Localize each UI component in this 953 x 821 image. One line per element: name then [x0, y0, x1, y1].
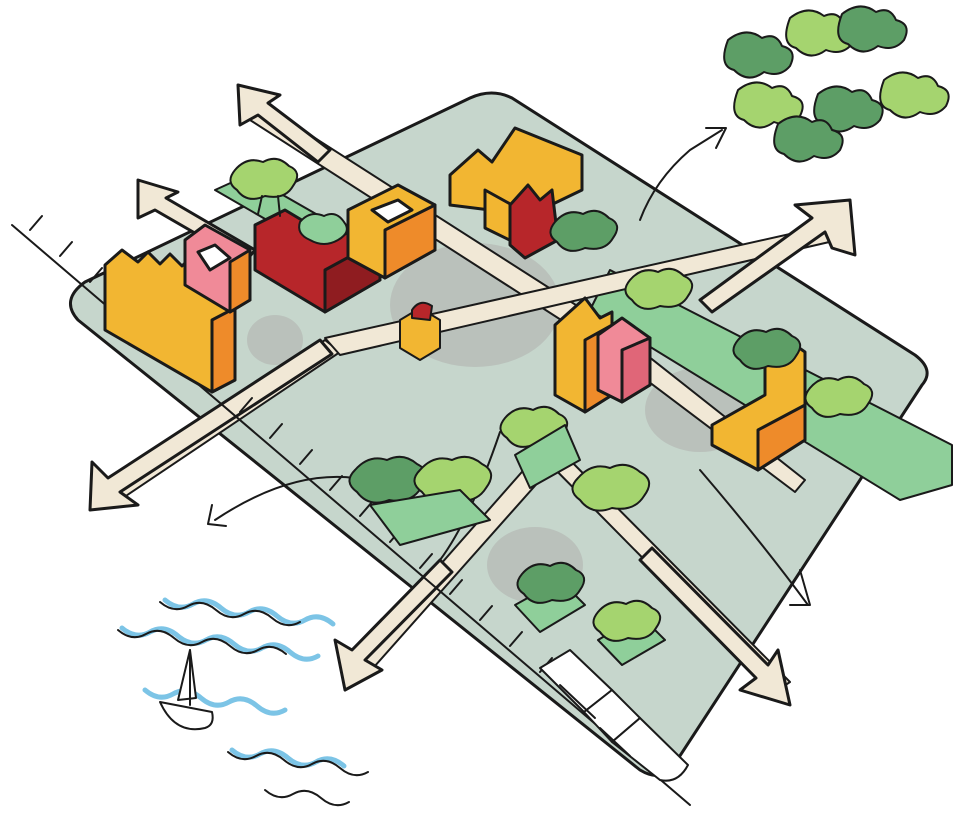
arrow-south	[335, 560, 452, 690]
tree-east-a	[550, 211, 617, 251]
tree-corridor-b	[805, 377, 872, 417]
building-pink-central	[598, 318, 650, 402]
tree-south-east	[572, 465, 649, 511]
arrow-northwest	[238, 85, 330, 162]
forest-cluster	[724, 6, 949, 161]
sailboat	[160, 650, 213, 729]
tree-east-b	[625, 269, 692, 309]
river	[118, 600, 368, 805]
tree-corridor-a	[733, 329, 800, 369]
